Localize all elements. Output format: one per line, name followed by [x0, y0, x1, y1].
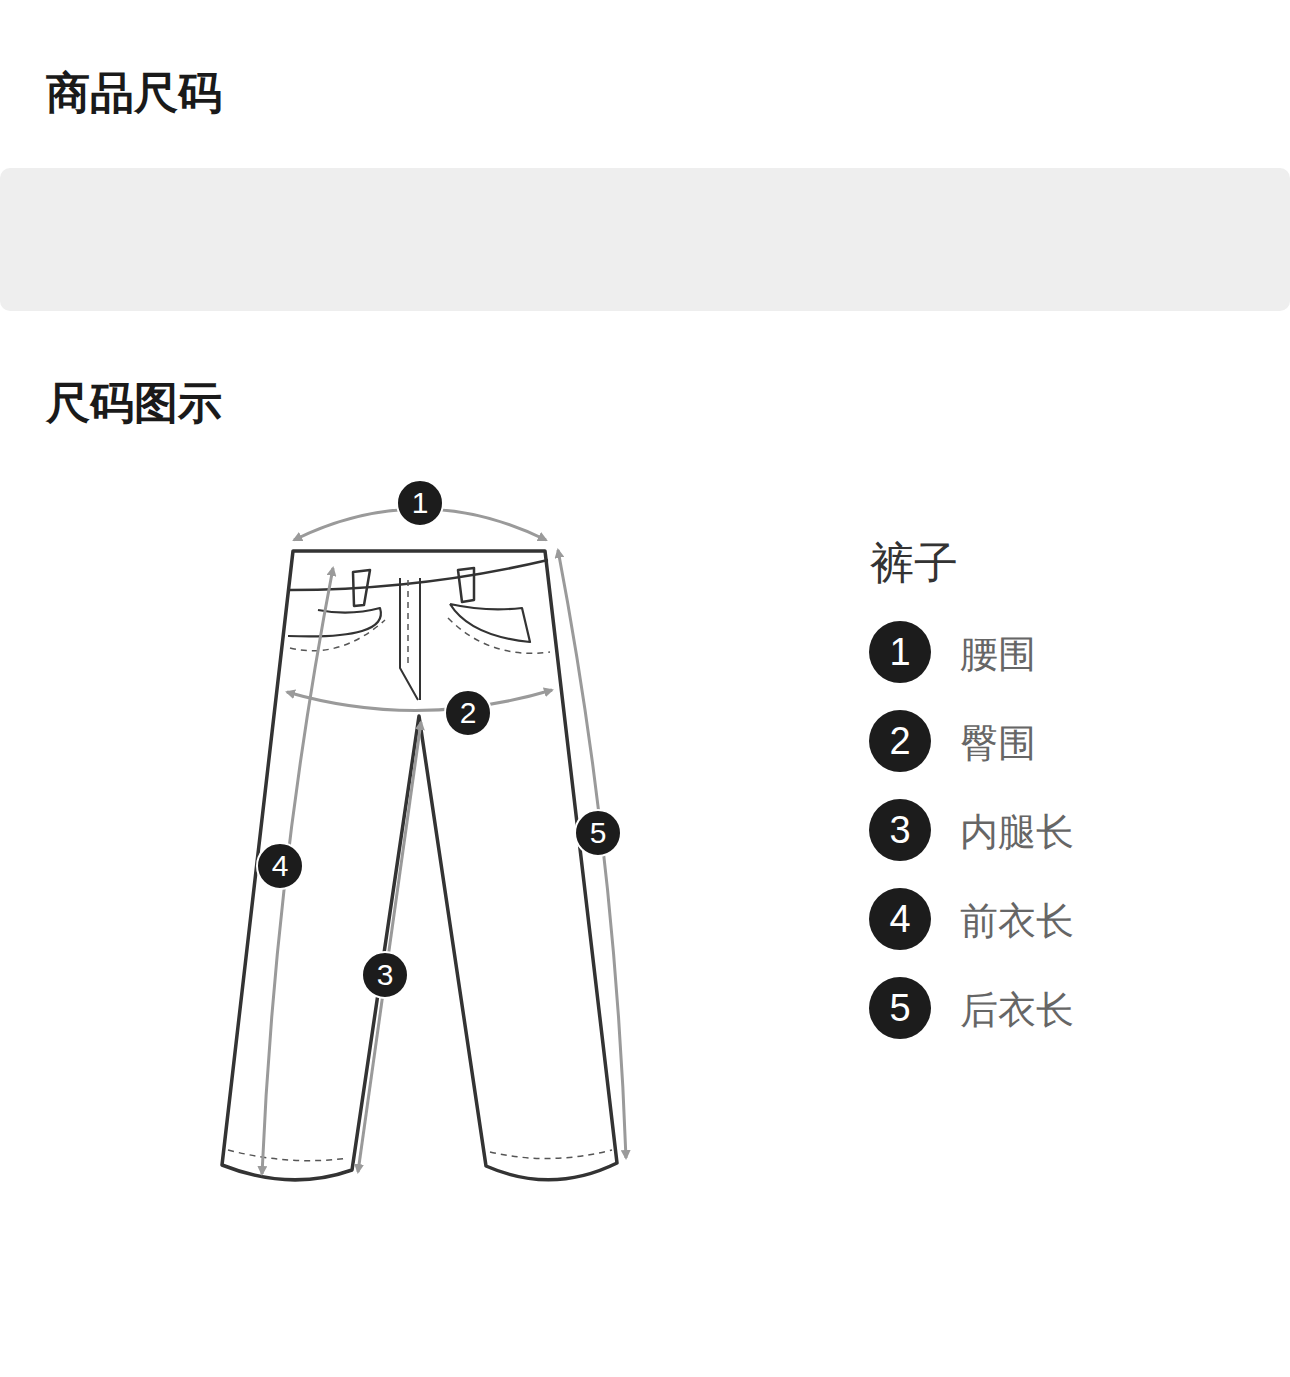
legend-label: 内腿长: [960, 810, 1074, 856]
legend-number: 1: [869, 621, 931, 683]
legend-label: 前衣长: [960, 899, 1074, 945]
legend-number: 4: [869, 888, 931, 950]
legend-number: 2: [869, 710, 931, 772]
legend-number: 5: [869, 977, 931, 1039]
callout-text: 5: [590, 818, 607, 848]
legend-label: 臀围: [960, 721, 1036, 767]
callout-text: 5: [889, 989, 910, 1027]
callout-text: 2: [889, 722, 910, 760]
callout-number: 4: [256, 842, 304, 890]
page-title: 商品尺码: [46, 64, 222, 123]
callout-number: 1: [396, 479, 444, 527]
callout-text: 2: [460, 698, 477, 728]
callout-number: 5: [574, 809, 622, 857]
grey-panel: [0, 168, 1290, 311]
legend-label: 后衣长: [960, 988, 1074, 1034]
legend-heading: 裤子: [870, 537, 958, 590]
legend-number: 3: [869, 799, 931, 861]
section-heading: 尺码图示: [46, 377, 222, 430]
callout-text: 1: [889, 633, 910, 671]
callout-text: 4: [889, 900, 910, 938]
callout-number: 2: [444, 689, 492, 737]
callout-text: 1: [412, 488, 429, 518]
callout-text: 3: [377, 960, 394, 990]
callout-text: 3: [889, 811, 910, 849]
legend-label: 腰围: [960, 632, 1036, 678]
callout-text: 4: [272, 851, 289, 881]
callout-number: 3: [361, 951, 409, 999]
